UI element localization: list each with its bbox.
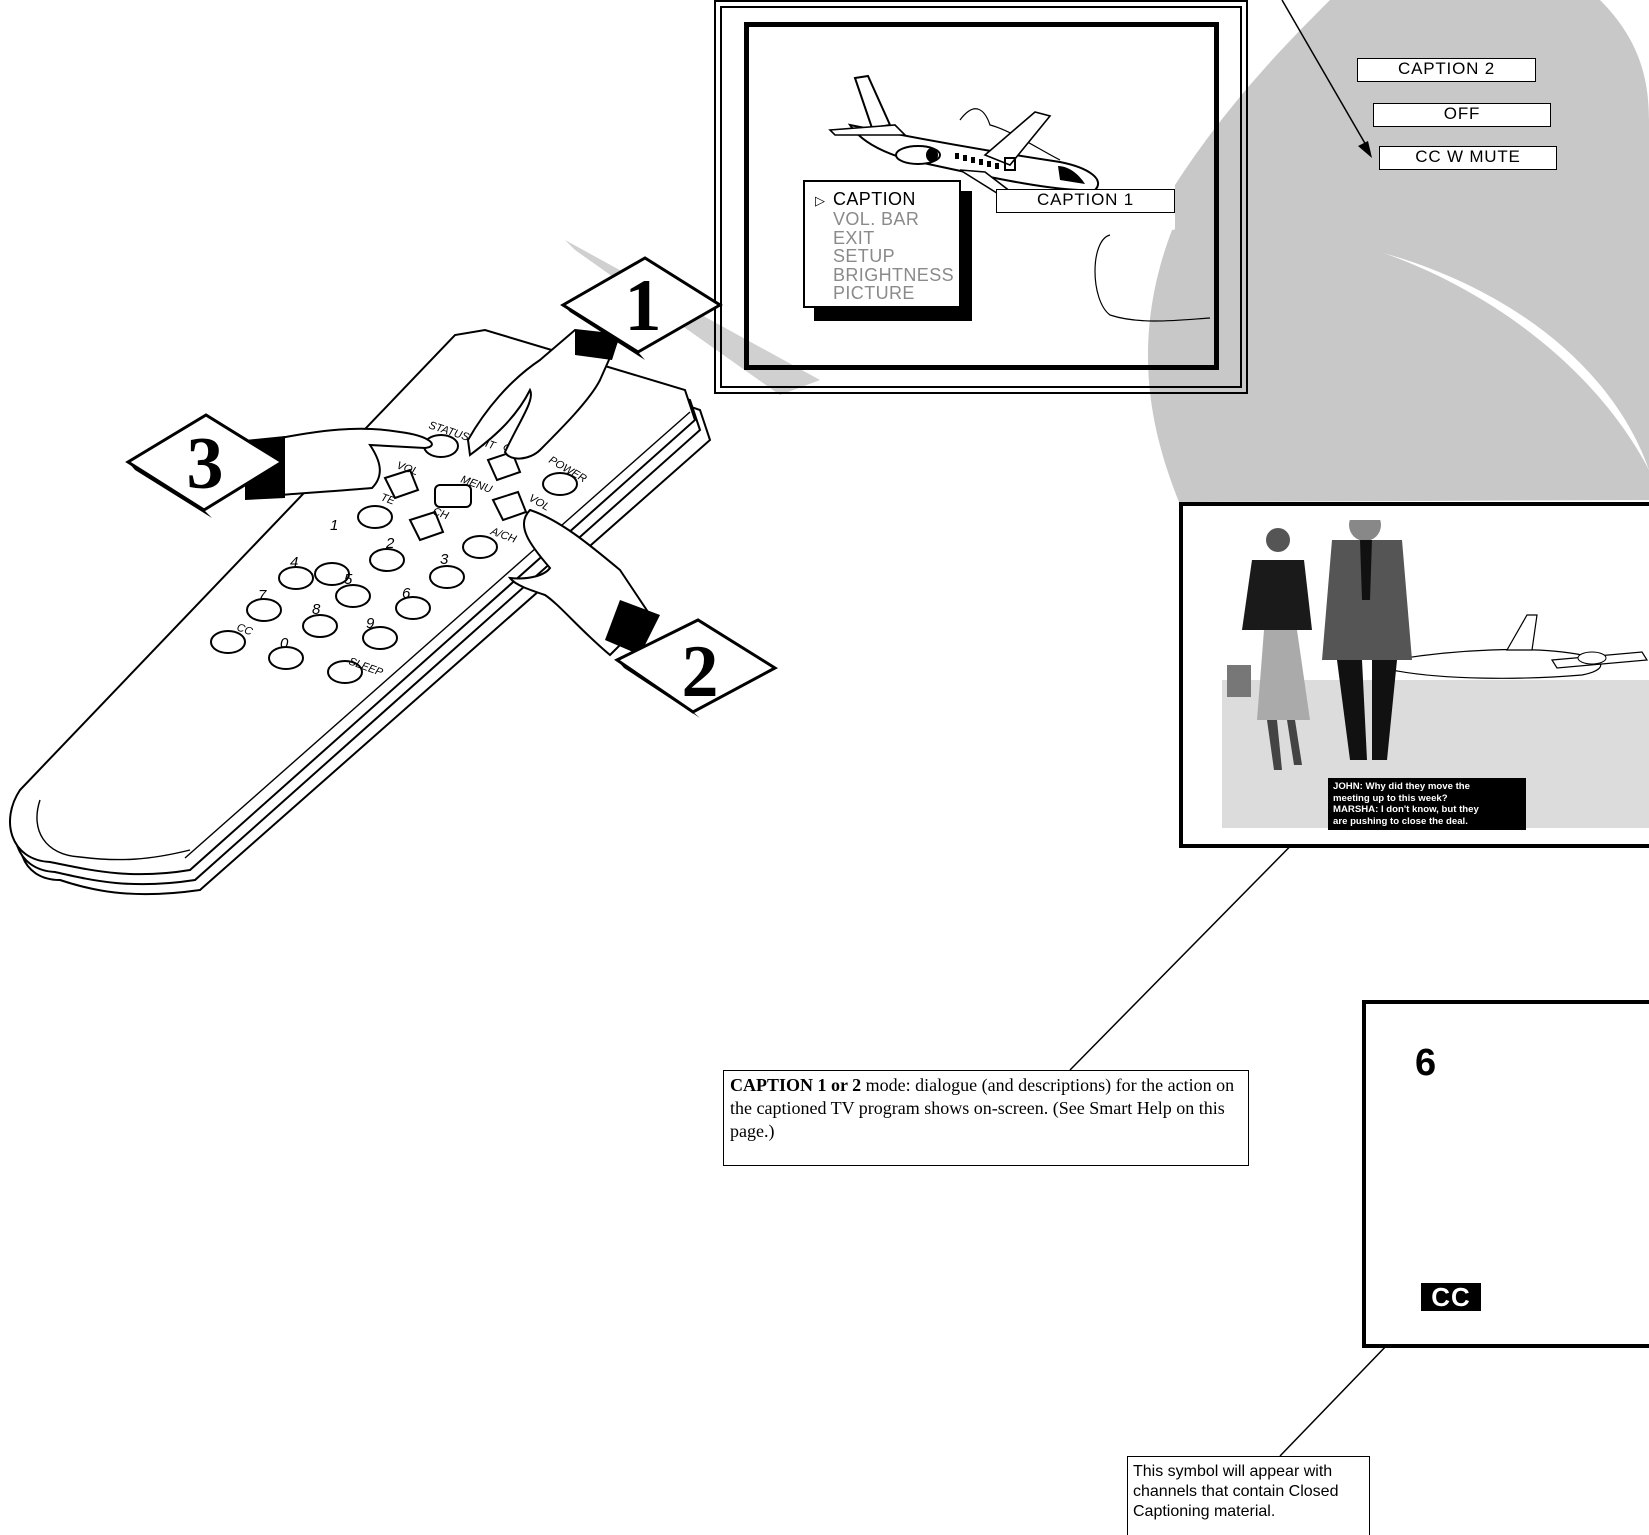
digit-0: 0: [280, 635, 289, 652]
caption-text-overlay: JOHN: Why did they move the meeting up t…: [1328, 778, 1526, 830]
digit-6: 6: [402, 585, 411, 602]
caption-line-3: MARSHA: I don't know, but they: [1333, 804, 1479, 815]
setup-menu: ▷CAPTION VOL. BAR EXIT SETUP BRIGHTNESS …: [803, 180, 961, 308]
tv-frame-outer: [714, 0, 1248, 394]
digit-2: 2: [385, 535, 395, 552]
triangle-right-icon: ▷: [815, 193, 826, 208]
digit-1: 1: [330, 517, 338, 534]
channel-number: 6: [1415, 1042, 1437, 1084]
option-off[interactable]: OFF: [1373, 103, 1551, 127]
menu-item-brightness[interactable]: BRIGHTNESS: [833, 264, 955, 285]
label-mute: TE: [379, 492, 397, 508]
step-3-number: 3: [187, 423, 224, 505]
caption-mode-text: mode: dialogue (and descriptions) for th…: [730, 1075, 1235, 1141]
digit-3: 3: [440, 551, 449, 568]
cc-symbol-callout: This symbol will appear with channels th…: [1127, 1456, 1370, 1535]
menu-item-picture[interactable]: PICTURE: [833, 283, 915, 304]
callout1-pointer: [1069, 817, 1319, 1071]
caption-mode-bold: CAPTION 1 or 2: [730, 1075, 862, 1095]
menu-item-caption[interactable]: ▷CAPTION: [815, 189, 916, 209]
hand-3: [268, 427, 433, 497]
gray-sweep-large: [1147, 224, 1649, 503]
digit-8: 8: [312, 601, 321, 618]
digit-4: 4: [290, 554, 298, 571]
tv-frame-middle: [720, 6, 1242, 388]
option-cc-w-mute[interactable]: CC W MUTE: [1379, 146, 1557, 170]
step-1-number: 1: [625, 265, 662, 347]
label-cc: CC: [235, 622, 254, 639]
digit-7: 7: [258, 587, 267, 604]
hand-1: [466, 328, 622, 460]
label-ch-down: CH: [431, 506, 450, 523]
caption-current-value[interactable]: CAPTION 1: [996, 189, 1175, 213]
caption-mode-callout: CAPTION 1 or 2 mode: dialogue (and descr…: [723, 1070, 1249, 1166]
tv-screen: [744, 22, 1219, 370]
menu-item-exit[interactable]: EXIT: [833, 227, 875, 248]
cc-badge: CC: [1421, 1283, 1481, 1311]
menu-item-setup[interactable]: SETUP: [833, 246, 896, 267]
digit-9: 9: [366, 615, 375, 632]
caption-line-1: JOHN: Why did they move the: [1333, 781, 1470, 792]
option-caption-2[interactable]: CAPTION 2: [1357, 58, 1536, 82]
channel-screen: [1362, 1000, 1649, 1348]
step-2-number: 2: [682, 631, 719, 713]
caption-line-4: are pushing to close the deal.: [1333, 815, 1468, 827]
digit-5: 5: [344, 571, 353, 588]
caption-line-2: meeting up to this week?: [1333, 792, 1448, 804]
menu-item-vol-bar[interactable]: VOL. BAR: [833, 209, 920, 230]
step-3-tag: [125, 413, 285, 512]
